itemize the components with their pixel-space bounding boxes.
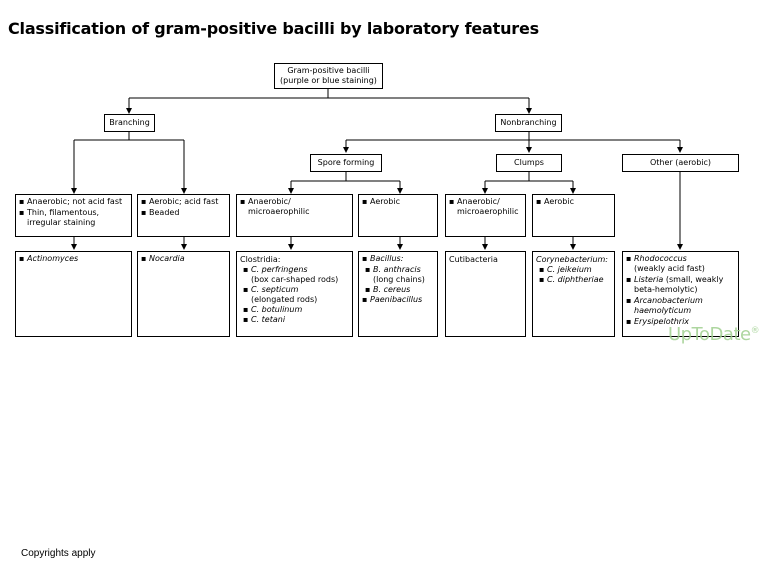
clumps-box: Clumps — [496, 154, 562, 172]
spore-forming-box: Spore forming — [310, 154, 382, 172]
actinomyces-box: Actinomyces — [15, 251, 132, 337]
other-species: Arcanobacterium haemolyticum — [634, 296, 703, 315]
other-species: Listeria — [634, 275, 664, 284]
other-item: Arcanobacterium haemolyticum — [626, 296, 735, 316]
clostridia-species: C. botulinum — [251, 305, 303, 314]
clumps-label: Clumps — [514, 158, 544, 167]
copyright-notice: Copyrights apply — [21, 548, 96, 559]
other-organisms-box: Rhodococcus(weakly acid fast) Listeria (… — [622, 251, 739, 337]
other-aerobic-box: Other (aerobic) — [622, 154, 739, 172]
watermark-text: UpToDate — [668, 324, 751, 345]
branching-anaerobic-box: Anaerobic; not acid fast Thin, filamento… — [15, 194, 132, 237]
nonbranching-label: Nonbranching — [500, 118, 557, 127]
spore-anaerobic-box: Anaerobic/ microaerophilic — [236, 194, 353, 237]
page-title: Classification of gram-positive bacilli … — [8, 19, 539, 38]
other-item: Erysipelothrix — [626, 317, 735, 327]
clostridia-item: C. perfringens(box car-shaped rods) — [243, 265, 352, 285]
corynebacterium-item: C. jeikeium — [539, 265, 614, 275]
registered-mark: ® — [750, 326, 760, 336]
clostridia-species: C. septicum — [251, 285, 299, 294]
bacillus-species: B. anthracis — [373, 265, 421, 274]
other-species: Rhodococcus — [634, 254, 687, 263]
clumps-aerobic-item: Aerobic — [536, 197, 611, 207]
root-title: Gram-positive bacilli — [287, 66, 370, 75]
other-aerobic-label: Other (aerobic) — [649, 158, 712, 167]
root-subtitle: (purple or blue staining) — [280, 76, 377, 85]
corynebacterium-lead: Corynebacterium: — [536, 255, 609, 264]
clumps-anaerobic-box: Anaerobic/ microaerophilic — [445, 194, 526, 237]
clostridia-lead: Clostridia: — [240, 255, 281, 264]
clostridia-list: C. perfringens(box car-shaped rods) C. s… — [237, 265, 352, 325]
organism-cutibacteria: Cutibacteria — [449, 255, 498, 264]
clostridia-note: (box car-shaped rods) — [251, 275, 339, 284]
clostridia-species: C. tetani — [251, 315, 286, 324]
branching-aerobic-box: Aerobic; acid fast Beaded — [137, 194, 230, 237]
clostridia-item: C. septicum(elongated rods) — [243, 285, 352, 305]
other-item: Listeria (small, weakly beta-hemolytic) — [626, 275, 735, 295]
other-species: Erysipelothrix — [634, 317, 690, 326]
spore-aerobic-box: Aerobic — [358, 194, 438, 237]
nocardia-box: Nocardia — [137, 251, 230, 337]
corynebacterium-item: C. diphtheriae — [539, 275, 614, 285]
uptodate-watermark: UpToDate® — [668, 324, 760, 345]
clostridia-box: Clostridia: C. perfringens(box car-shape… — [236, 251, 353, 337]
clostridia-item: C. tetani — [243, 315, 352, 325]
organism-paenibacillus: Paenibacillus — [362, 295, 434, 305]
bacillus-lead-item: Bacillus: — [362, 254, 434, 264]
bacillus-list: B. anthracis(long chains) B. cereus — [359, 265, 437, 295]
clostridia-item: C. botulinum — [243, 305, 352, 315]
other-note: (small, weakly beta-hemolytic) — [634, 275, 724, 294]
clumps-aerobic-box: Aerobic — [532, 194, 615, 237]
branching-aerobic-item: Aerobic; acid fast — [141, 197, 226, 207]
corynebacterium-list: C. jeikeium C. diphtheriae — [533, 265, 614, 285]
bacillus-lead: Bacillus: — [370, 254, 404, 263]
spore-aerobic-item: Aerobic — [362, 197, 434, 207]
other-note: (weakly acid fast) — [634, 264, 705, 273]
branching-anaerobic-item: Anaerobic; not acid fast — [19, 197, 128, 207]
other-item: Rhodococcus(weakly acid fast) — [626, 254, 735, 274]
branching-aerobic-item: Beaded — [141, 208, 226, 218]
branching-anaerobic-item: Thin, filamentous, irregular staining — [19, 208, 128, 228]
spore-forming-label: Spore forming — [317, 158, 375, 167]
spore-anaerobic-item: Anaerobic/ microaerophilic — [240, 197, 349, 217]
bacillus-item: B. anthracis(long chains) — [365, 265, 437, 285]
root-box: Gram-positive bacilli (purple or blue st… — [274, 63, 383, 89]
bacillus-species: B. cereus — [373, 285, 411, 294]
corynebacterium-box: Corynebacterium: C. jeikeium C. diphther… — [532, 251, 615, 337]
cutibacteria-box: Cutibacteria — [445, 251, 526, 337]
branching-box: Branching — [104, 114, 155, 132]
clostridia-species: C. perfringens — [251, 265, 308, 274]
branching-label: Branching — [109, 118, 150, 127]
clostridia-note: (elongated rods) — [251, 295, 318, 304]
bacillus-box: Bacillus: B. anthracis(long chains) B. c… — [358, 251, 438, 337]
nonbranching-box: Nonbranching — [495, 114, 562, 132]
bacillus-note: (long chains) — [373, 275, 425, 284]
organism-nocardia: Nocardia — [141, 254, 226, 264]
clumps-anaerobic-item: Anaerobic/ microaerophilic — [449, 197, 522, 217]
organism-actinomyces: Actinomyces — [19, 254, 128, 264]
bacillus-item: B. cereus — [365, 285, 437, 295]
